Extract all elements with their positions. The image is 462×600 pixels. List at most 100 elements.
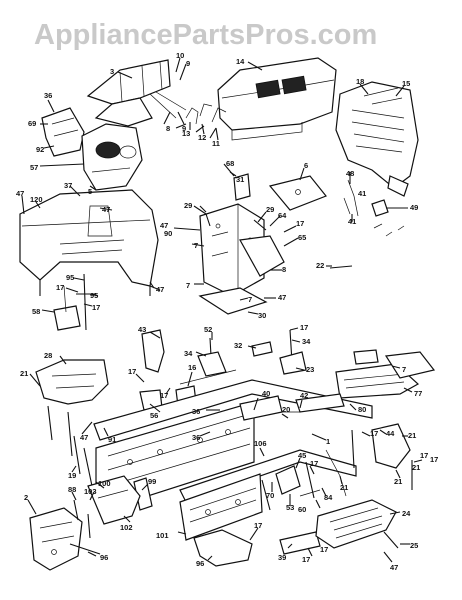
- callout-11: 11: [212, 139, 220, 148]
- part-cross-members: [239, 393, 345, 421]
- callout-17: 17: [296, 219, 304, 228]
- callout-12: 12: [198, 133, 206, 142]
- callout-17: 17: [430, 455, 438, 464]
- callout-29: 29: [266, 205, 274, 214]
- callout-84: 84: [324, 493, 333, 502]
- callout-36: 36: [192, 433, 200, 442]
- callout-68: 68: [226, 159, 234, 168]
- callout-7: 7: [248, 295, 252, 304]
- callout-57: 57: [30, 163, 38, 172]
- callout-80: 80: [358, 405, 366, 414]
- callout-17: 17: [254, 521, 262, 530]
- parts-art: [19, 57, 436, 571]
- callout-77: 77: [414, 389, 422, 398]
- callout-65: 65: [298, 233, 306, 242]
- callout-18: 18: [356, 77, 364, 86]
- callout-47: 47: [156, 285, 164, 294]
- callout-100: 100: [98, 479, 111, 488]
- callout-17: 17: [320, 545, 328, 554]
- part-rods-95: [53, 273, 96, 331]
- callout-17: 17: [310, 459, 318, 468]
- part-bumper-2: [29, 507, 83, 571]
- part-hitch-102: [87, 475, 141, 525]
- callout-69: 69: [28, 119, 36, 128]
- callout-47: 47: [16, 189, 24, 198]
- part-hood: [217, 57, 337, 141]
- part-bracket-28: [35, 359, 109, 457]
- part-grille: [335, 81, 419, 197]
- callout-47: 47: [160, 221, 168, 230]
- callout-52: 52: [204, 325, 212, 334]
- callout-10: 10: [176, 51, 184, 60]
- callout-21: 21: [20, 369, 28, 378]
- callout-47: 47: [80, 433, 88, 442]
- callout-numbers: 3 10 9 8 9 14 18 15 36 69 92 57 5 13 12 …: [16, 51, 438, 572]
- part-pin-22: [329, 265, 353, 269]
- callout-1: 1: [326, 437, 330, 446]
- callout-34: 34: [302, 337, 311, 346]
- callout-16: 16: [188, 363, 196, 372]
- callout-36: 36: [44, 91, 52, 100]
- callout-47: 47: [278, 293, 286, 302]
- part-dash-tower: [198, 203, 285, 315]
- callout-101: 101: [156, 531, 169, 540]
- callout-21: 21: [408, 431, 416, 440]
- callout-40: 40: [262, 389, 270, 398]
- callout-17: 17: [92, 303, 100, 312]
- part-bracket-32: [251, 329, 307, 375]
- callout-96: 96: [196, 559, 204, 568]
- part-bolts-88: [69, 499, 101, 555]
- callout-44: 44: [386, 429, 395, 438]
- callout-58: 58: [32, 307, 40, 316]
- callout-17: 17: [56, 283, 64, 292]
- callout-8: 8: [282, 265, 286, 274]
- callout-48: 48: [346, 169, 354, 178]
- part-footrest: [315, 499, 399, 549]
- callout-9: 9: [182, 124, 186, 133]
- callout-22: 22: [316, 261, 324, 270]
- callout-99: 99: [148, 477, 156, 486]
- part-bracket-39: [279, 531, 321, 555]
- callout-47: 47: [102, 205, 110, 214]
- callout-41: 41: [358, 189, 366, 198]
- callout-47: 47: [390, 563, 398, 572]
- callout-39: 39: [278, 553, 286, 562]
- callout-17: 17: [160, 391, 168, 400]
- callout-41: 41: [348, 217, 356, 226]
- callout-88: 88: [68, 485, 76, 494]
- callout-19: 19: [68, 471, 76, 480]
- part-center-small: [261, 461, 321, 511]
- callout-21: 21: [394, 477, 402, 486]
- part-fender: [19, 189, 159, 296]
- callout-53: 53: [286, 503, 294, 512]
- callout-103: 103: [84, 487, 97, 496]
- callout-90: 90: [164, 229, 172, 238]
- part-hood-brackets: [175, 103, 227, 139]
- callout-13: 13: [182, 129, 190, 138]
- callout-28: 28: [44, 351, 52, 360]
- callout-2: 2: [24, 493, 28, 502]
- callout-17: 17: [128, 367, 136, 376]
- callout-25: 25: [410, 541, 418, 550]
- part-brackets-48: [343, 179, 405, 237]
- part-hood-panel: [86, 59, 187, 127]
- callout-14: 14: [236, 57, 245, 66]
- callout-70: 70: [266, 491, 274, 500]
- callout-8: 8: [166, 124, 170, 133]
- callout-7: 7: [186, 281, 190, 290]
- callout-17: 17: [300, 323, 308, 332]
- callout-17: 17: [370, 429, 378, 438]
- callout-6: 6: [304, 161, 308, 170]
- callout-49: 49: [410, 203, 418, 212]
- callout-17: 17: [302, 555, 310, 564]
- part-plate-43: [141, 329, 165, 373]
- watermark: AppliancePartsPros.com: [34, 19, 377, 51]
- callout-21: 21: [412, 463, 420, 472]
- callout-95: 95: [66, 273, 74, 282]
- callout-106: 106: [254, 439, 267, 448]
- callout-120: 120: [30, 195, 43, 204]
- callout-43: 43: [138, 325, 146, 334]
- part-headlight: [41, 107, 143, 191]
- part-levers-29: [193, 205, 267, 231]
